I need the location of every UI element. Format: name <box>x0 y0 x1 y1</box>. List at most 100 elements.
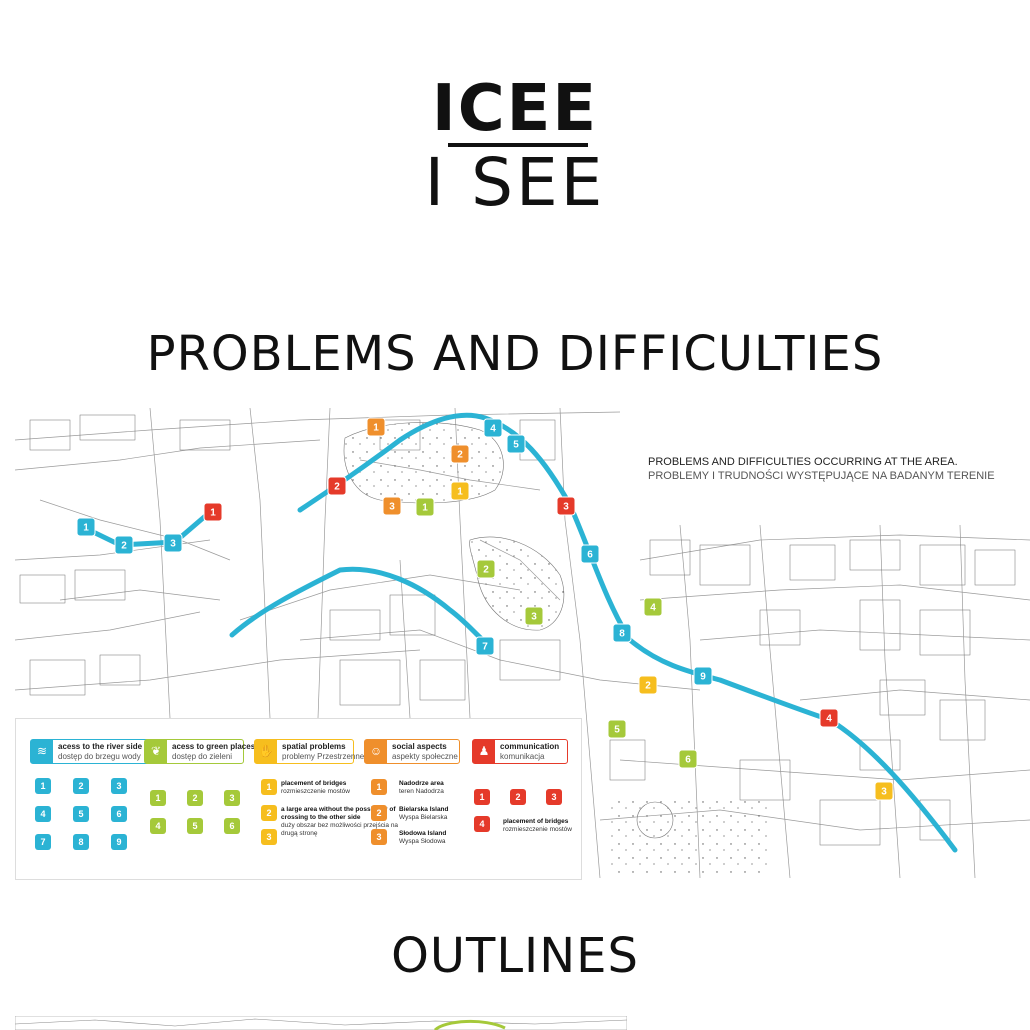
map-marker-orange-1[interactable]: 1 <box>366 417 386 437</box>
people-icon: ☺ <box>365 740 387 763</box>
legend-river-item-5: 5 <box>73 806 89 822</box>
marker-number: 2 <box>334 482 340 493</box>
marker-number: 1 <box>210 508 216 519</box>
legend-river-item-9: 9 <box>111 834 127 850</box>
marker-square <box>693 666 713 686</box>
marker-square <box>819 708 839 728</box>
map-marker-red-4[interactable]: 4 <box>819 708 839 728</box>
marker-number: 3 <box>563 502 569 513</box>
marker-square <box>874 781 894 801</box>
marker-number: 8 <box>619 629 625 640</box>
marker-square <box>114 535 134 555</box>
map-marker-river-5[interactable]: 5 <box>506 434 526 454</box>
marker-number: 4 <box>490 424 496 435</box>
marker-number: 3 <box>389 502 395 513</box>
marker-square <box>580 544 600 564</box>
marker-square <box>450 481 470 501</box>
map-marker-yellow-3[interactable]: 3 <box>874 781 894 801</box>
marker-number: 2 <box>483 565 489 576</box>
map-marker-green-3[interactable]: 3 <box>524 606 544 626</box>
legend-spatial-en: spatial problems <box>282 742 346 751</box>
legend-spatial-pl: problemy Przestrzenne <box>282 752 365 761</box>
waves-icon: ≋ <box>31 740 53 763</box>
marker-number: 3 <box>170 539 176 550</box>
round-plaza <box>636 801 674 839</box>
caption-polish: PROBLEMY I TRUDNOŚCI WYSTĘPUJĄCE NA BADA… <box>648 470 995 482</box>
marker-square <box>607 719 627 739</box>
marker-square <box>382 496 402 516</box>
marker-square <box>556 496 576 516</box>
legend-river-pl: dostęp do brzegu wody <box>58 752 141 761</box>
marker-square <box>76 517 96 537</box>
map-marker-red-1[interactable]: 1 <box>203 502 223 522</box>
map-marker-orange-2[interactable]: 2 <box>450 444 470 464</box>
map-marker-green-1[interactable]: 1 <box>415 497 435 517</box>
legend-spatial-item-1: 1 <box>261 779 277 795</box>
marker-number: 1 <box>422 503 428 514</box>
map-marker-river-2[interactable]: 2 <box>114 535 134 555</box>
person-icon: ♟ <box>473 740 495 763</box>
marker-number: 3 <box>881 787 887 798</box>
marker-square <box>450 444 470 464</box>
marker-square <box>524 606 544 626</box>
legend-social-pl: aspekty społeczne <box>392 752 458 761</box>
marker-number: 6 <box>587 550 593 561</box>
map-caption: PROBLEMS AND DIFFICULTIES OCCURRING AT T… <box>648 455 1028 483</box>
map-marker-river-6[interactable]: 6 <box>580 544 600 564</box>
logo-i-see: I SEE <box>424 144 606 221</box>
map-marker-red-2[interactable]: 2 <box>327 476 347 496</box>
legend-social-item-1: 1 <box>371 779 387 795</box>
marker-square <box>506 434 526 454</box>
legend-spatial-item-3: 3 <box>261 829 277 845</box>
map-marker-river-3[interactable]: 3 <box>163 533 183 553</box>
marker-square <box>483 418 503 438</box>
marker-square <box>678 749 698 769</box>
legend-green-pl: dostęp do zieleni <box>172 752 233 761</box>
marker-square <box>612 623 632 643</box>
park-area <box>610 795 770 875</box>
marker-square <box>475 636 495 656</box>
map-marker-green-5[interactable]: 5 <box>607 719 627 739</box>
map-marker-river-9[interactable]: 9 <box>693 666 713 686</box>
map-marker-red-3[interactable]: 3 <box>556 496 576 516</box>
marker-number: 1 <box>457 487 463 498</box>
leaf-icon: ❦ <box>145 740 167 763</box>
map-marker-river-7[interactable]: 7 <box>475 636 495 656</box>
map-marker-river-1[interactable]: 1 <box>76 517 96 537</box>
problems-title: PROBLEMS AND DIFFICULTIES <box>146 326 884 382</box>
map-marker-orange-3[interactable]: 3 <box>382 496 402 516</box>
map-marker-green-2[interactable]: 2 <box>476 559 496 579</box>
legend-communication-en: communication <box>500 742 560 751</box>
marker-number: 4 <box>826 714 832 725</box>
map-marker-yellow-2[interactable]: 2 <box>638 675 658 695</box>
caption-english: PROBLEMS AND DIFFICULTIES OCCURRING AT T… <box>648 456 958 468</box>
marker-square <box>366 417 386 437</box>
map-marker-yellow-1[interactable]: 1 <box>450 481 470 501</box>
marker-square <box>415 497 435 517</box>
outlines-title: OUTLINES <box>391 928 639 984</box>
map-marker-green-4[interactable]: 4 <box>643 597 663 617</box>
legend-communication-item-1: 1 <box>474 789 490 805</box>
marker-number: 1 <box>83 523 89 534</box>
map-marker-river-8[interactable]: 8 <box>612 623 632 643</box>
marker-square <box>643 597 663 617</box>
legend-social-item-3: 3 <box>371 829 387 845</box>
marker-number: 2 <box>645 681 651 692</box>
legend-river-item-6: 6 <box>111 806 127 822</box>
legend-river-item-2: 2 <box>73 778 89 794</box>
map-marker-river-4[interactable]: 4 <box>483 418 503 438</box>
marker-number: 2 <box>457 450 463 461</box>
marker-square <box>476 559 496 579</box>
legend-river-item-8: 8 <box>73 834 89 850</box>
marker-number: 9 <box>700 672 706 683</box>
legend-green-item-3: 3 <box>224 790 240 806</box>
map-marker-green-6[interactable]: 6 <box>678 749 698 769</box>
